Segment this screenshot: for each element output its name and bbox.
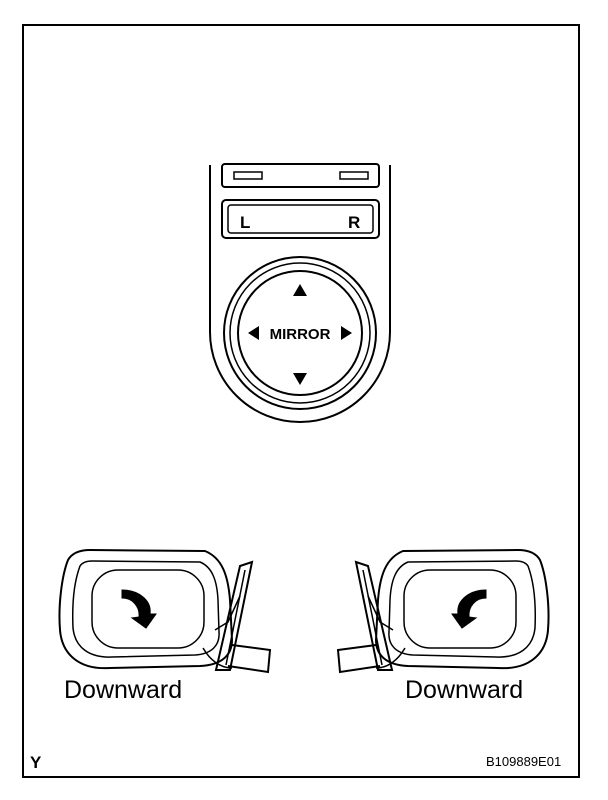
left-mirror-caption: Downward: [64, 676, 183, 704]
figure-id: B109889E01: [486, 754, 562, 769]
selector-label-right: R: [348, 213, 360, 232]
downward-arrow-icon-right: [460, 588, 461, 589]
arrow-left-icon[interactable]: [248, 326, 259, 340]
figure-frame: [22, 24, 580, 778]
left-side-mirror: [58, 548, 272, 674]
arrow-up-icon[interactable]: [293, 284, 307, 296]
indicator-left: [233, 171, 263, 180]
indicator-right: [339, 171, 369, 180]
lr-selector-switch[interactable]: [221, 199, 380, 239]
arrow-down-icon[interactable]: [293, 373, 307, 385]
mirror-pad-label: MIRROR: [270, 326, 331, 343]
right-side-mirror: [336, 548, 550, 674]
mirror-switch-assembly: [209, 163, 391, 423]
arrow-right-icon[interactable]: [341, 326, 352, 340]
mirror-adjust-pad[interactable]: [223, 256, 377, 410]
selector-label-left: L: [240, 213, 250, 232]
downward-arrow-icon: [121, 589, 157, 629]
corner-mark: Y: [30, 753, 42, 772]
right-mirror-caption: Downward: [405, 676, 524, 704]
